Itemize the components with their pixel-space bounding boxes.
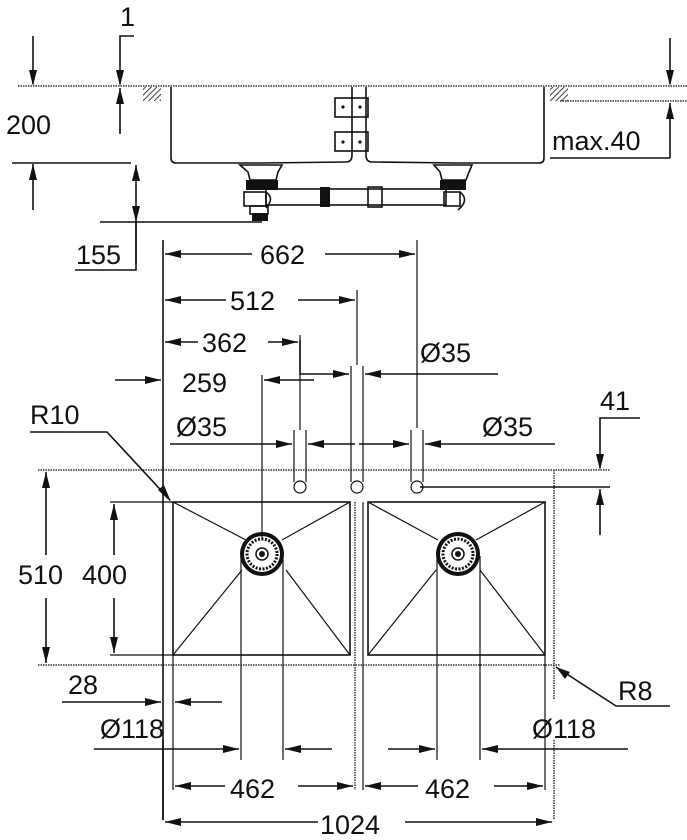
dim-tap-hole-b: 512: [230, 286, 275, 316]
dim-bowl-width-left: 462: [230, 774, 275, 804]
sink-body-left: [170, 87, 353, 164]
dim-tap-diameter-left: Ø35: [176, 412, 227, 442]
dim-bowl-offset: 259: [182, 368, 227, 398]
dim-max-counter: max.40: [552, 126, 641, 156]
bracket-bottom: [334, 131, 369, 152]
dim-tap-hole-c: 662: [260, 240, 305, 270]
sink-body-right: [365, 87, 545, 164]
side-view: 200 1 155 max.40: [6, 2, 687, 271]
dim-tap-diameter-mid: Ø35: [420, 338, 471, 368]
top-view: 662 512 362 Ø35 259 Ø35 Ø35 41 R10 R8: [18, 240, 670, 840]
dim-overall-depth: 510: [18, 560, 63, 590]
waste-plumbing: [237, 164, 474, 221]
dim-corner-radius-inner: R10: [30, 400, 80, 430]
dim-bowl-depth: 400: [82, 560, 127, 590]
dim-countertop-thickness: 1: [120, 2, 135, 32]
dim-depth: 200: [6, 110, 51, 140]
dim-waste-diameter-left: Ø118: [100, 714, 164, 744]
tap-holes: [261, 240, 424, 540]
dim-rim-width: 28: [68, 670, 98, 700]
counter-hatch-left: [143, 87, 161, 101]
dim-tap-edge-offset: 41: [600, 386, 630, 416]
bowl-left: [172, 501, 351, 760]
dim-tap-hole-a: 362: [202, 328, 247, 358]
dim-overall-width: 1024: [320, 810, 380, 840]
counter-hatch-right: [550, 87, 568, 101]
dim-bowl-width-right: 462: [425, 774, 470, 804]
dim-waste-diameter-right: Ø118: [532, 714, 596, 744]
dim-drain-height: 155: [76, 240, 121, 270]
bracket-top: [334, 97, 369, 118]
dim-corner-radius-outer: R8: [618, 676, 653, 706]
bowl-right: [367, 501, 546, 760]
dim-tap-diameter-right: Ø35: [482, 412, 533, 442]
